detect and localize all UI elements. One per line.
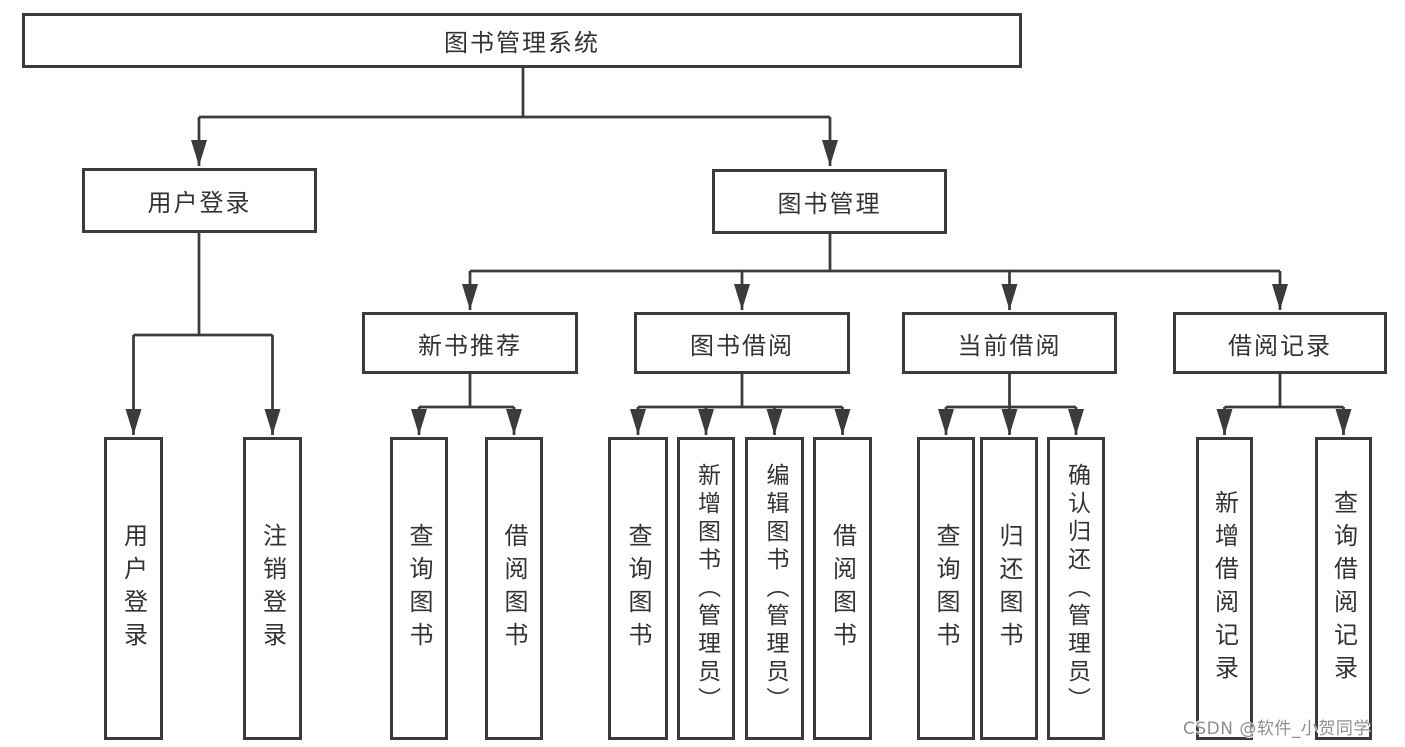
leaf-borrow-add-book-admin: 新增图书（管理员） xyxy=(677,437,735,740)
node-current-borrow: 当前借阅 xyxy=(902,312,1117,374)
leaf-records-add-record-label: 新增借阅记录 xyxy=(1210,489,1239,688)
leaf-newbooks-query-books: 查询图书 xyxy=(390,437,448,740)
leaf-newbooks-borrow-books-label: 借阅图书 xyxy=(500,522,528,655)
node-new-book-recommend: 新书推荐 xyxy=(362,312,578,374)
leaf-current-confirm-return-admin: 确认归还（管理员） xyxy=(1047,437,1105,740)
leaf-borrow-query-books: 查询图书 xyxy=(608,437,668,740)
leaf-user-login: 用户登录 xyxy=(104,437,163,740)
leaf-newbooks-borrow-books: 借阅图书 xyxy=(485,437,543,740)
leaf-logout-label: 注销登录 xyxy=(258,522,287,655)
node-root-system: 图书管理系统 xyxy=(22,13,1022,68)
leaf-current-query-books-label: 查询图书 xyxy=(932,522,960,655)
leaf-logout: 注销登录 xyxy=(243,437,302,740)
node-book-borrow: 图书借阅 xyxy=(634,312,850,374)
leaf-borrow-borrow-books-label: 借阅图书 xyxy=(828,522,857,655)
leaf-borrow-borrow-books: 借阅图书 xyxy=(813,437,872,740)
leaf-newbooks-query-books-label: 查询图书 xyxy=(405,522,433,655)
leaf-current-return-books: 归还图书 xyxy=(980,437,1038,740)
node-book-management: 图书管理 xyxy=(712,169,947,234)
leaf-borrow-query-books-label: 查询图书 xyxy=(624,522,652,655)
leaf-current-confirm-return-admin-label: 确认归还（管理员） xyxy=(1063,462,1090,715)
csdn-watermark: CSDN @软件_小贺同学 xyxy=(1183,719,1371,739)
leaf-borrow-edit-book-admin-label: 编辑图书（管理员） xyxy=(762,462,788,715)
leaf-records-query-record-label: 查询借阅记录 xyxy=(1329,489,1358,688)
leaf-current-query-books: 查询图书 xyxy=(917,437,975,740)
leaf-borrow-edit-book-admin: 编辑图书（管理员） xyxy=(745,437,804,740)
leaf-records-query-record: 查询借阅记录 xyxy=(1315,437,1372,740)
node-user-login: 用户登录 xyxy=(82,168,317,233)
node-borrow-records: 借阅记录 xyxy=(1173,312,1387,374)
leaf-current-return-books-label: 归还图书 xyxy=(995,522,1023,655)
leaf-user-login-label: 用户登录 xyxy=(119,522,148,655)
leaf-borrow-add-book-admin-label: 新增图书（管理员） xyxy=(693,462,720,715)
leaf-records-add-record: 新增借阅记录 xyxy=(1196,437,1253,740)
